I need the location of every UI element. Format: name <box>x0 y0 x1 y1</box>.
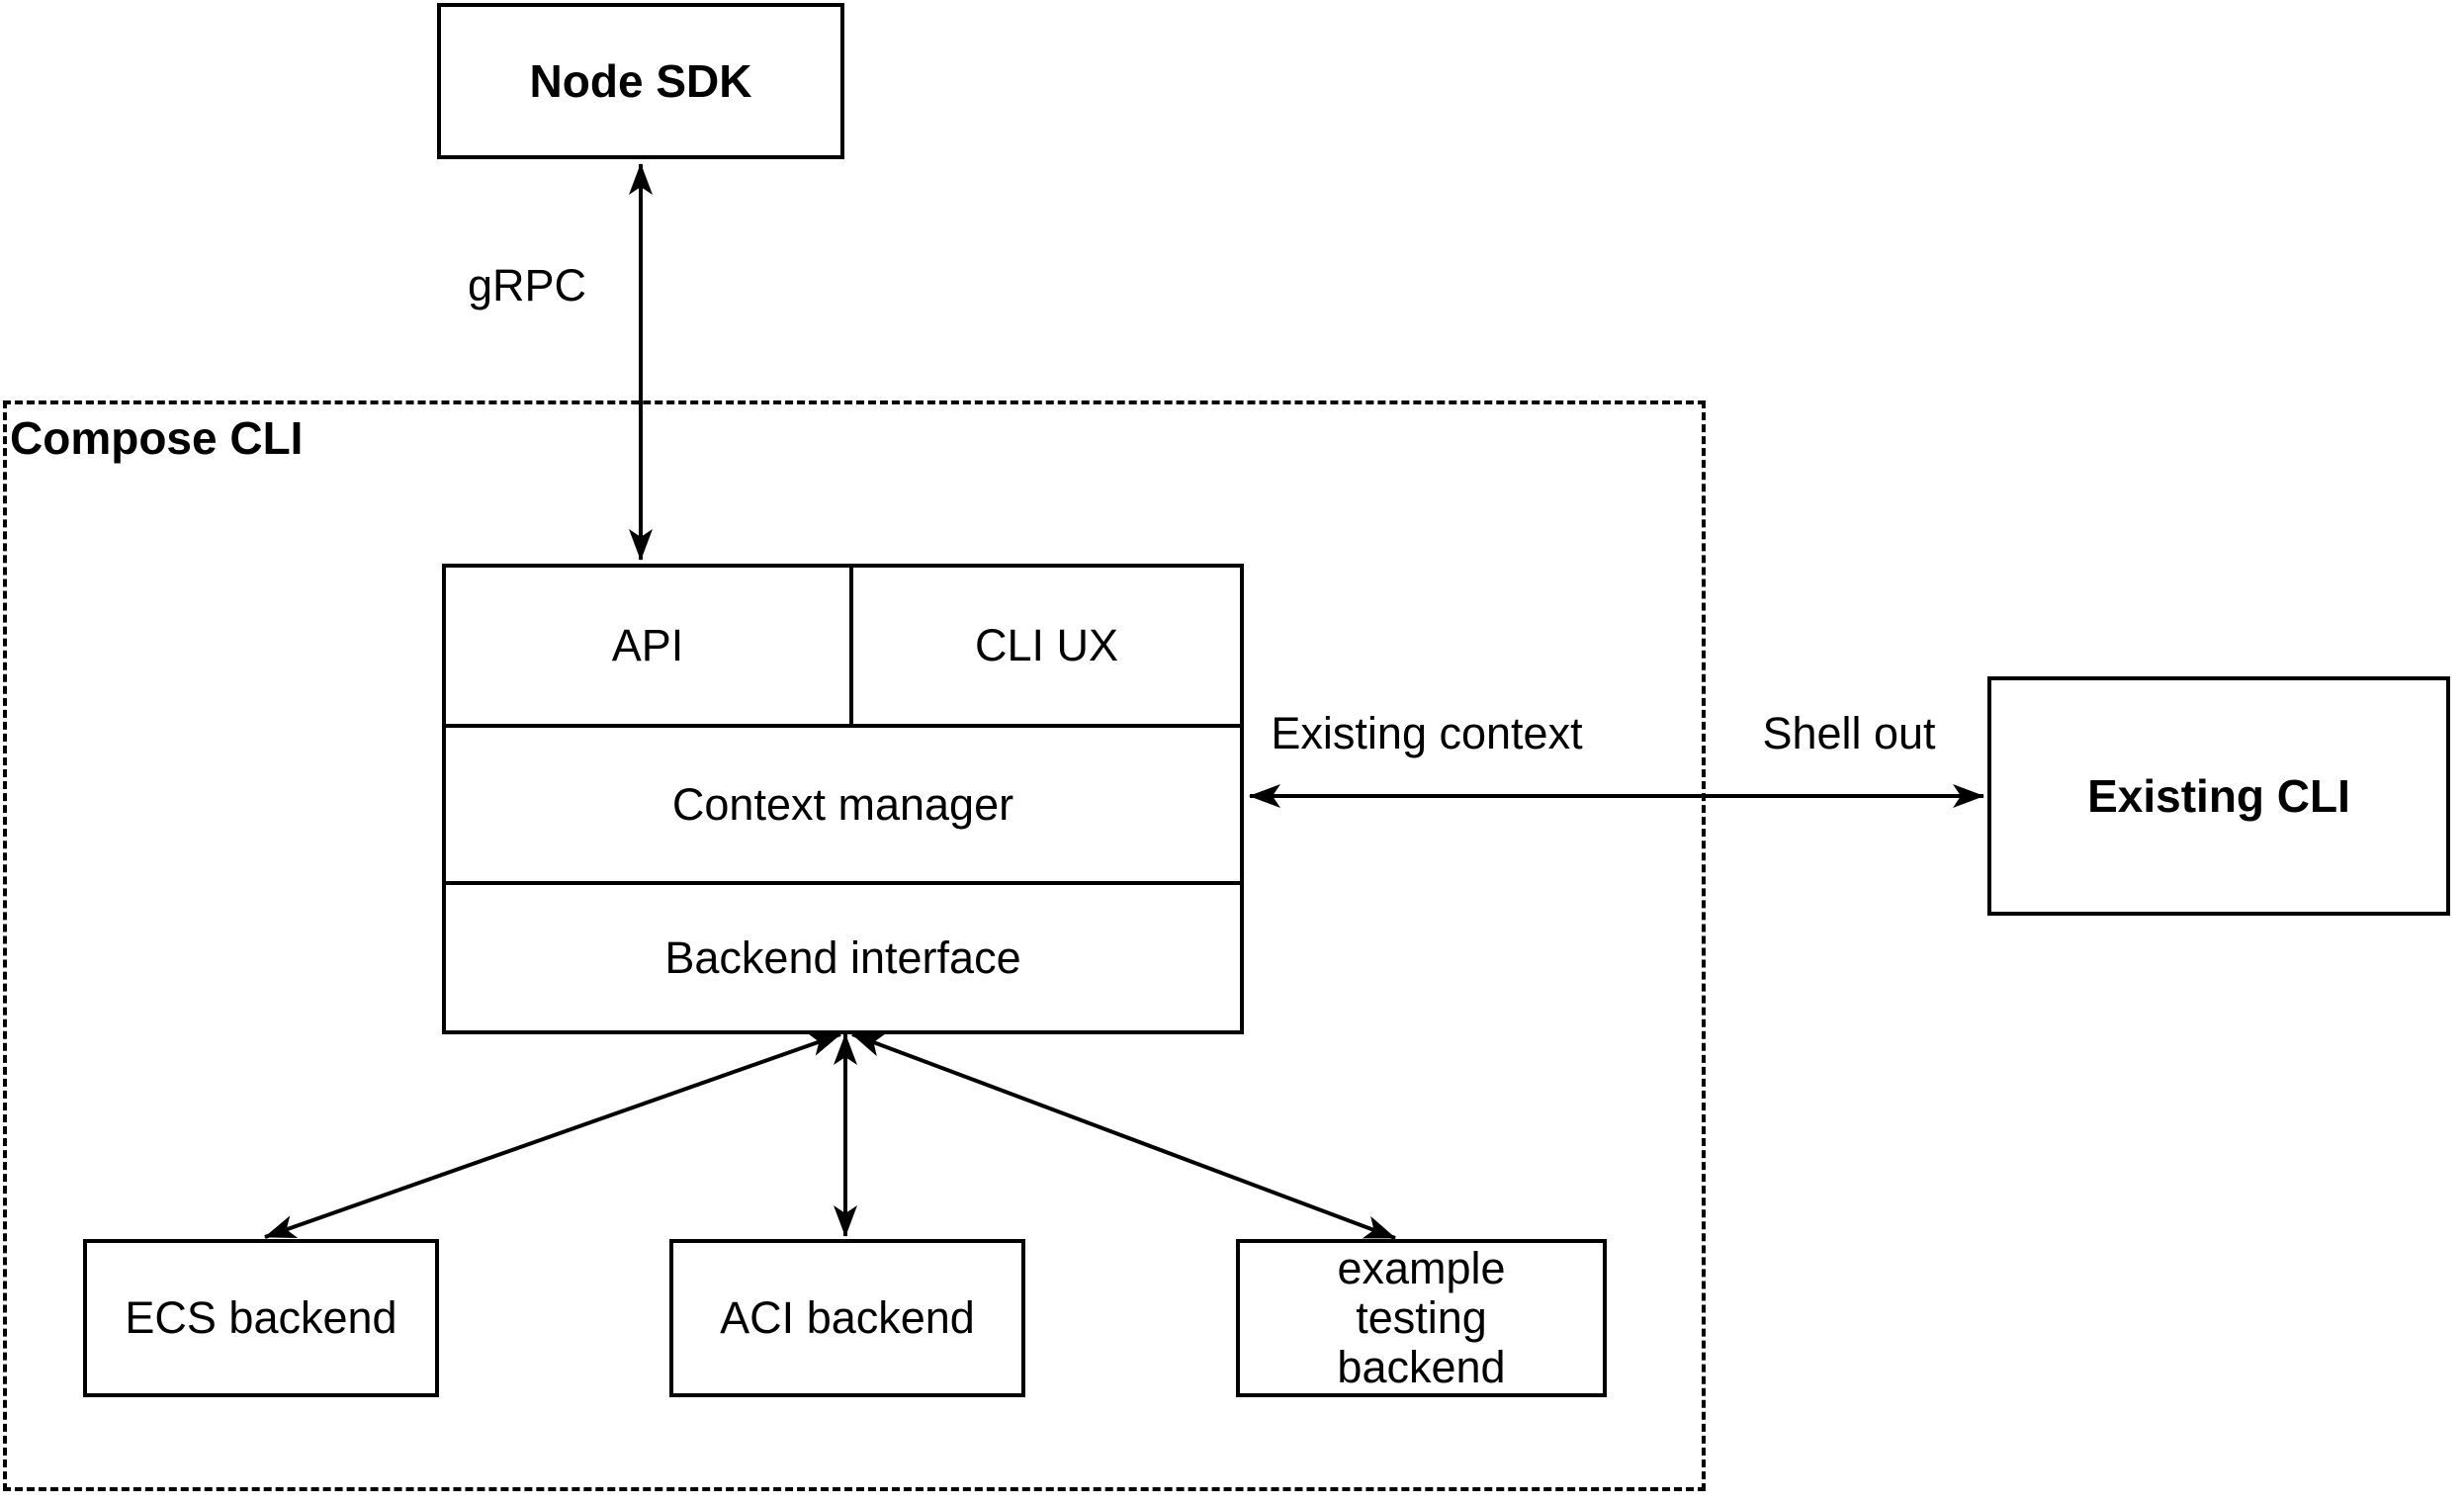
backend-interface-cell: Backend interface <box>446 881 1240 1030</box>
compose-cli-group-label: Compose CLI <box>10 412 304 464</box>
backend-interface-label: Backend interface <box>664 931 1021 983</box>
context-manager-cell: Context manager <box>446 724 1240 881</box>
compose-cli-group-box <box>3 400 1706 1491</box>
ecs-backend-box: ECS backend <box>83 1239 439 1397</box>
aci-backend-label: ACI backend <box>720 1292 975 1343</box>
cli-ux-cell: CLI UX <box>849 568 1240 724</box>
existing-context-edge-label: Existing context <box>1267 708 1587 759</box>
example-testing-backend-box: example testing backend <box>1236 1239 1607 1397</box>
shell-out-edge-label: Shell out <box>1758 708 1940 759</box>
api-label: API <box>611 620 684 670</box>
node-sdk-box: Node SDK <box>437 3 844 159</box>
context-manager-label: Context manager <box>671 778 1014 830</box>
existing-cli-box: Existing CLI <box>1987 676 2450 916</box>
aci-backend-box: ACI backend <box>669 1239 1025 1397</box>
cli-core-stack-box: API CLI UX Context manager Backend inter… <box>442 564 1244 1034</box>
ecs-backend-label: ECS backend <box>125 1292 397 1343</box>
example-testing-backend-label: example testing backend <box>1337 1243 1506 1392</box>
node-sdk-label: Node SDK <box>529 55 752 107</box>
stack-top-row: API CLI UX <box>446 568 1240 724</box>
api-cell: API <box>446 568 849 724</box>
existing-cli-label: Existing CLI <box>2087 770 2350 822</box>
grpc-edge-label: gRPC <box>463 260 591 311</box>
cli-ux-label: CLI UX <box>974 620 1119 670</box>
